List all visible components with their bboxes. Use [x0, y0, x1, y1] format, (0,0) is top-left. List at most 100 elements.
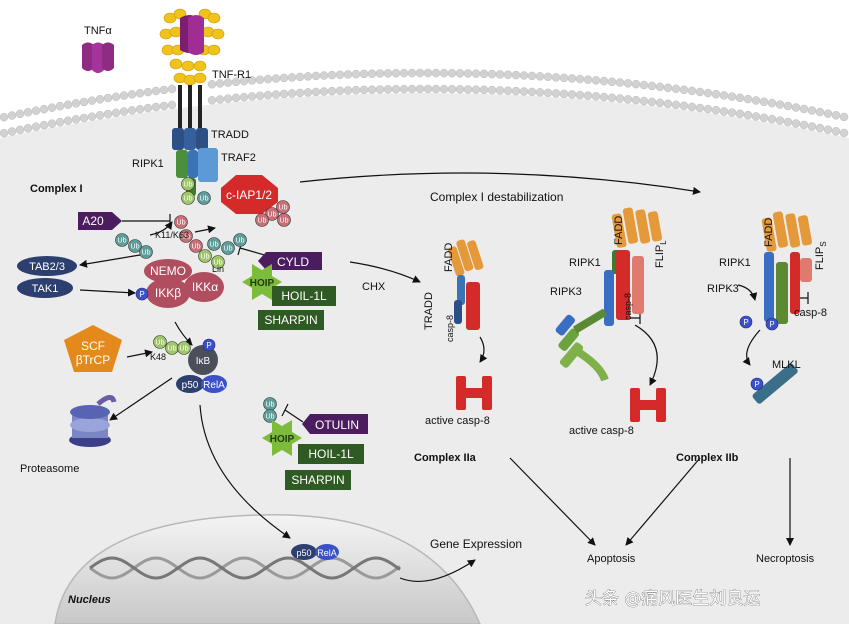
membrane-bead: [95, 95, 105, 104]
lubac-complex-2: HOIP HOIL-1L SHARPIN: [262, 420, 364, 490]
fadd-2b-label: FADD: [763, 218, 775, 247]
receptor-domain: [211, 28, 225, 40]
membrane-bead: [135, 104, 145, 114]
plasma-membrane: [0, 68, 849, 138]
ubiquitin-bead-icon: Ub: [276, 200, 290, 214]
flip-s-label: FLIPS: [814, 241, 828, 270]
membrane-bead: [127, 106, 137, 115]
nucleus-label: Nucleus: [68, 594, 111, 606]
nfkb-nuclear: p50 RelA: [291, 544, 339, 560]
membrane-bead: [767, 114, 777, 124]
arrow-ikb-proteasome: [109, 377, 173, 421]
membrane-bead: [447, 84, 457, 94]
receptor-domain: [169, 58, 183, 70]
membrane-bead: [671, 100, 681, 110]
dna-helix-icon: [89, 556, 401, 580]
svg-text:Ub: Ub: [168, 346, 177, 353]
membrane-bead: [0, 128, 9, 138]
scf-label: SCF: [81, 339, 105, 353]
svg-text:Ub: Ub: [182, 234, 191, 241]
membrane-bead: [639, 96, 649, 106]
membrane-bead: [783, 101, 793, 111]
tnfa-label: TNFα: [84, 25, 112, 37]
hoil1-label: HOIL-1L: [281, 289, 327, 303]
membrane-bead: [159, 101, 169, 111]
membrane-bead: [335, 86, 345, 96]
membrane-bead: [423, 68, 433, 78]
k11k63-label: K11/K63: [155, 230, 189, 240]
ubiquitin-bead-icon: Ub: [153, 335, 167, 349]
hoip1-label: HOIP: [250, 278, 275, 289]
membrane-bead: [495, 86, 505, 95]
membrane-bead: [167, 84, 177, 94]
membrane-bead: [431, 84, 441, 94]
membrane-bead: [775, 100, 785, 109]
membrane-bead: [271, 74, 281, 83]
membrane-bead: [287, 73, 297, 82]
membrane-bead: [239, 92, 249, 102]
sharpin2-label: SHARPIN: [291, 473, 344, 487]
ubiquitin-bead-icon: Ub: [198, 249, 212, 263]
otulin-tag: OTULIN: [302, 414, 368, 434]
membrane-bead: [23, 124, 33, 133]
casp8-m-label: casp-8: [623, 293, 633, 320]
p50-nuclear-label: p50: [296, 548, 311, 558]
membrane-bead: [423, 84, 433, 94]
chx-label: CHX: [362, 281, 386, 293]
membrane-bead: [743, 94, 753, 104]
receptor-domain: [207, 12, 221, 24]
receptor-domain: [207, 44, 221, 56]
ubiquitin-bead-icon: Ub: [277, 213, 291, 227]
arrow-ripk1-ub: [194, 225, 216, 234]
membrane-bead: [479, 85, 489, 95]
svg-text:Ub: Ub: [280, 218, 289, 225]
membrane-bead: [567, 90, 577, 99]
membrane-bead: [591, 76, 601, 85]
membrane-bead: [351, 69, 361, 79]
membrane-bead: [759, 113, 769, 123]
membrane-bead: [543, 88, 553, 98]
ubiquitin-bead-icon: Ub: [128, 239, 142, 253]
membrane-bead: [687, 86, 697, 96]
membrane-bead: [55, 117, 65, 127]
tnf-r1-receptor: [159, 8, 225, 130]
membrane-bead: [559, 89, 569, 99]
membrane-bead: [631, 95, 641, 105]
otulin-label: OTULIN: [315, 418, 359, 432]
membrane-bead: [143, 87, 153, 97]
membrane-bead: [815, 107, 825, 117]
svg-text:Ub: Ub: [156, 340, 165, 347]
membrane-bead: [311, 71, 321, 81]
membrane-bead: [7, 111, 17, 120]
svg-text:P: P: [769, 320, 774, 329]
membrane-bead: [519, 87, 529, 96]
membrane-bead: [95, 111, 105, 120]
membrane-bead: [119, 107, 129, 116]
mlkl-label: MLKL: [772, 359, 801, 371]
membrane-bead: [407, 84, 417, 94]
membrane-bead: [143, 103, 153, 113]
membrane-bead: [231, 93, 241, 103]
arrow-2a-apoptosis: [509, 457, 596, 546]
ripk1-2b-label: RIPK1: [719, 257, 751, 269]
membrane-bead: [127, 90, 137, 99]
membrane-bead: [647, 81, 657, 91]
membrane-bead: [383, 85, 393, 94]
membrane-bead: [255, 75, 265, 85]
svg-text:Ub: Ub: [131, 244, 140, 251]
ripk3-2b-label: RIPK3: [707, 283, 739, 295]
membrane-bead: [471, 85, 481, 94]
membrane-bead: [599, 76, 609, 86]
membrane-bead: [15, 109, 25, 119]
ikka-label: IKKα: [192, 280, 218, 294]
membrane-bead: [831, 127, 841, 136]
membrane-bead: [655, 98, 665, 108]
ikk-complex: NEMO IKKβ IKKα: [144, 259, 224, 308]
membrane-bead: [463, 69, 473, 78]
membrane-bead: [559, 73, 569, 83]
arrow-ripk1-ripk3-a: [737, 284, 758, 301]
svg-text:Ub: Ub: [118, 238, 127, 245]
svg-text:P: P: [743, 318, 748, 327]
membrane-bead: [151, 102, 161, 112]
